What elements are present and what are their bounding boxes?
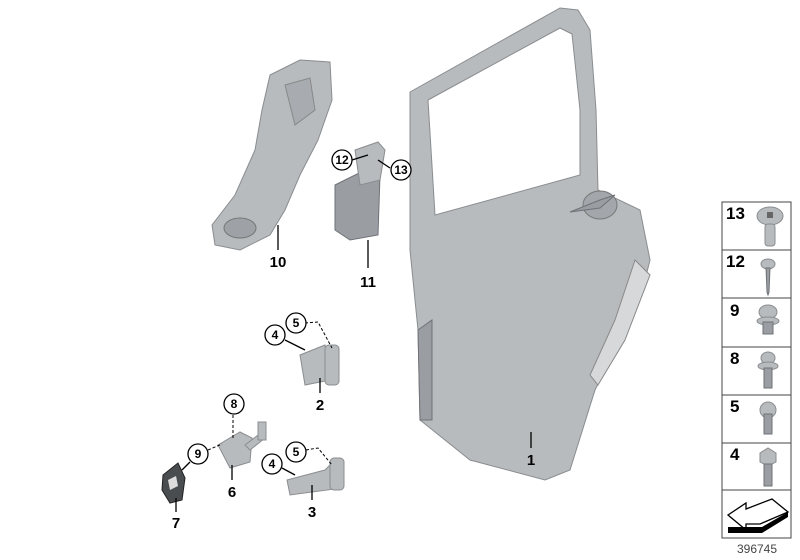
callout-5: 5: [293, 316, 300, 330]
legend-number: 12: [726, 252, 745, 271]
lock-bracket-part[interactable]: [334, 141, 386, 241]
legend-number: 4: [730, 445, 740, 464]
callout-5: 5: [293, 445, 300, 459]
label-2: 2: [316, 397, 324, 414]
diagram-number: 396745: [737, 542, 777, 556]
lower-hinge-part[interactable]: [286, 457, 345, 496]
washer-screw-icon: [760, 258, 776, 297]
label-6: 6: [228, 484, 236, 501]
callout-13: 13: [394, 163, 408, 177]
label-1: 1: [527, 452, 535, 469]
callout-4: 4: [269, 457, 276, 471]
callout-12: 12: [335, 153, 349, 167]
label-3: 3: [308, 504, 316, 521]
torx-cap-screw-icon: [759, 401, 777, 435]
legend-number: 8: [730, 349, 739, 368]
fastener-legend: 13 12 9 8 5 4: [721, 201, 792, 539]
grommet-part[interactable]: [161, 462, 186, 504]
reinforcement-panel-part[interactable]: [211, 59, 333, 251]
door-check-part[interactable]: [217, 421, 267, 469]
legend-number: 13: [726, 204, 745, 223]
callout-9: 9: [195, 447, 202, 461]
callout-8: 8: [231, 397, 238, 411]
legend-number: 5: [730, 397, 739, 416]
plastic-nut-clip-icon: [756, 206, 784, 247]
callout-4: 4: [272, 328, 279, 342]
upper-hinge-part[interactable]: [299, 344, 340, 386]
collar-bolt-icon: [756, 304, 780, 335]
hex-flange-bolt-icon: [759, 447, 777, 487]
door-shell-part[interactable]: [409, 7, 651, 481]
label-11: 11: [360, 274, 376, 291]
torx-flange-bolt-icon: [757, 351, 779, 389]
direction-arrow-icon: [726, 498, 790, 533]
label-7: 7: [172, 515, 180, 532]
legend-number: 9: [730, 301, 739, 320]
label-10: 10: [270, 254, 287, 271]
